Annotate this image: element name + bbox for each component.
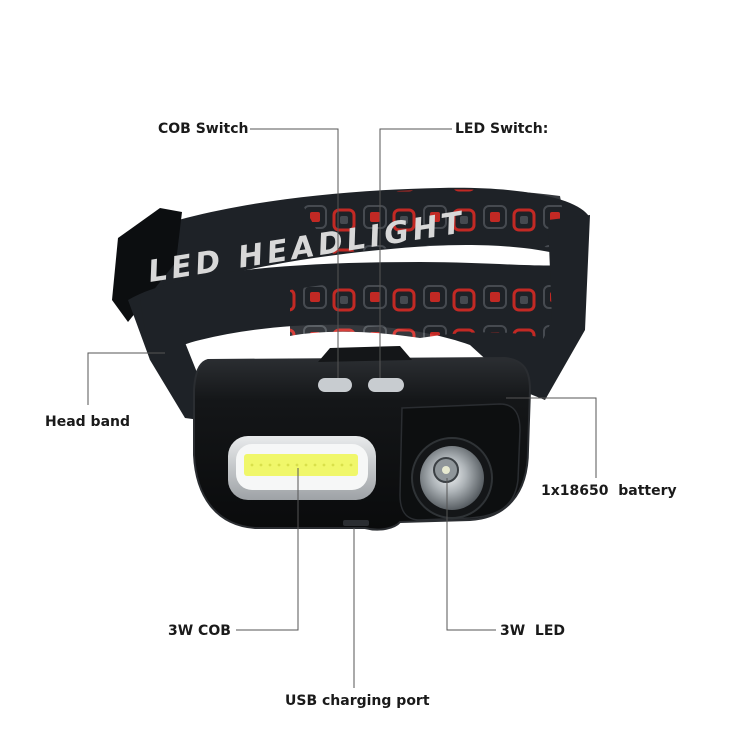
cob-dots	[250, 463, 353, 467]
usb-charging-port-slot	[343, 520, 369, 526]
label-3w-cob: 3W COB	[168, 623, 231, 639]
headlamp-housing	[193, 346, 532, 531]
cob-chip-dot	[268, 463, 272, 467]
strap-side-right	[520, 215, 590, 400]
cob-emitter	[244, 454, 358, 476]
strap-side-left	[140, 300, 200, 420]
strap-front-pattern	[290, 276, 560, 340]
cob-chip-dot	[286, 463, 290, 467]
label-cob-switch: COB Switch	[158, 121, 249, 137]
cob-chip-dot	[349, 463, 353, 467]
label-led-switch: LED Switch:	[455, 121, 549, 137]
cob-chip-dot	[259, 463, 263, 467]
head-band-strap	[112, 187, 590, 420]
label-battery: 1x18650 battery	[541, 483, 677, 499]
cob-chip-dot	[313, 463, 317, 467]
cob-chip-dot	[304, 463, 308, 467]
strap-back-pattern	[300, 189, 570, 254]
leader-led	[446, 478, 496, 631]
label-3w-led: 3W LED	[500, 623, 566, 639]
led-switch-button[interactable]	[368, 378, 404, 392]
label-head-band: Head band	[45, 414, 131, 430]
cob-chip-dot	[250, 463, 254, 467]
cob-switch-button[interactable]	[318, 378, 352, 392]
leader-lines	[87, 128, 597, 688]
label-usb-charging-port: USB charging port	[285, 693, 430, 709]
leader-cob-switch	[250, 128, 339, 378]
cob-chip-dot	[277, 463, 281, 467]
leader-led-switch	[379, 128, 452, 378]
cob-chip-dot	[331, 463, 335, 467]
switch-hump	[318, 346, 412, 362]
cob-chip-dot	[340, 463, 344, 467]
leader-head-band	[87, 352, 165, 405]
cob-chip-dot	[295, 463, 299, 467]
cob-chip-dot	[322, 463, 326, 467]
leader-cob	[236, 468, 299, 631]
led-die	[442, 466, 450, 474]
leader-battery	[506, 397, 597, 478]
strap-end-tab	[112, 208, 182, 322]
